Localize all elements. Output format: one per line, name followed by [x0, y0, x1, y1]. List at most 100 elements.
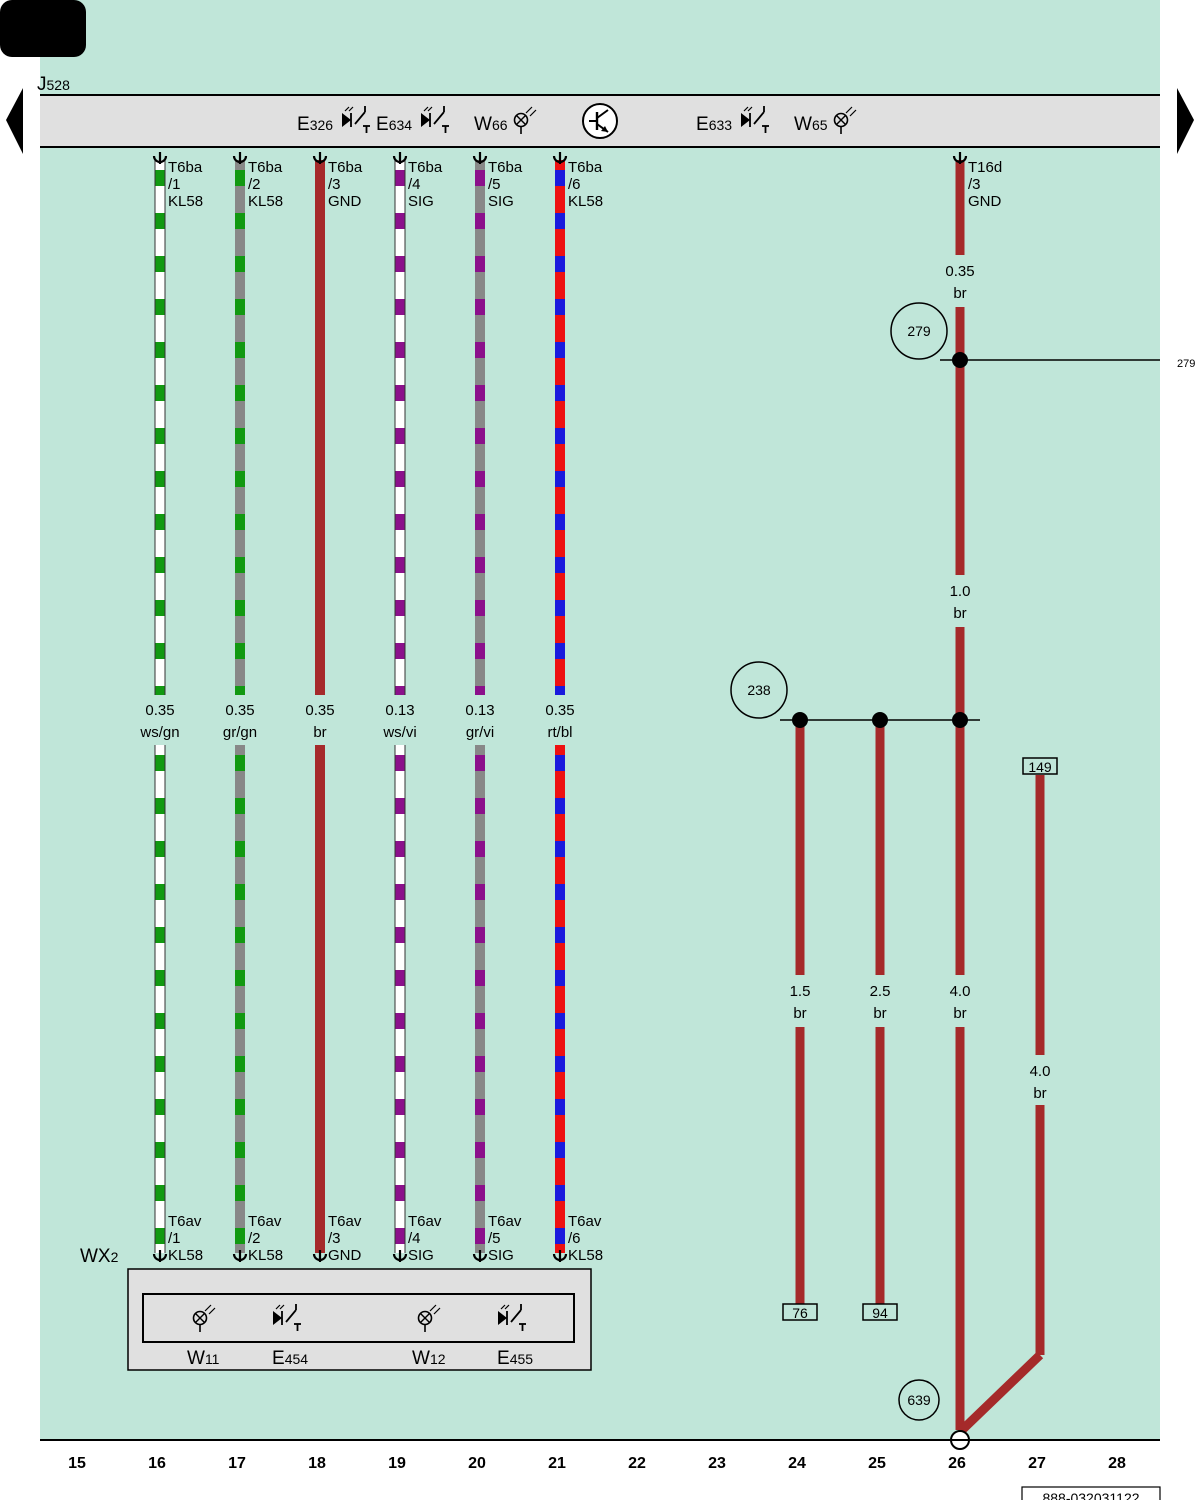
ref-box-label: 94 [872, 1305, 888, 1321]
bottom-pin-label: /2 [248, 1230, 261, 1247]
ground-wire-size: 4.0 [950, 983, 971, 1000]
branch-wire-color: br [873, 1005, 886, 1022]
column-number: 28 [1108, 1455, 1126, 1472]
top-signal-label: KL58 [168, 193, 203, 210]
column-number: 23 [708, 1455, 726, 1472]
wire-segment-lower [315, 745, 325, 1253]
ground-ref-circle [898, 1379, 940, 1421]
bottom-connector-label: T6av [408, 1213, 442, 1230]
wire-segment-lower [475, 745, 485, 1253]
wx2-label: WX2 [80, 1246, 119, 1267]
bottom-pin-label: /4 [408, 1230, 421, 1247]
column-number: 22 [628, 1455, 646, 1472]
column-number: 19 [388, 1455, 406, 1472]
top-connector-label: T6ba [488, 159, 523, 176]
top-connector-label: T6ba [248, 159, 283, 176]
bottom-pin-label: /5 [488, 1230, 501, 1247]
top-pin-label: /5 [488, 176, 501, 193]
return-wire-color: br [1033, 1085, 1046, 1102]
column-number: 27 [1028, 1455, 1046, 1472]
splice-ref-circle [730, 661, 788, 719]
continuation-ref-label: 279 [1177, 358, 1195, 370]
top-connector-label: T6ba [408, 159, 443, 176]
wire-segment-lower [235, 745, 245, 1253]
wx2-component-label: W12 [412, 1348, 446, 1369]
wx2-component-label: E454 [272, 1348, 308, 1369]
column-number: 15 [68, 1455, 86, 1472]
control-unit-label: J528 [37, 74, 70, 95]
top-pin-label: /6 [568, 176, 581, 193]
column-number: 17 [228, 1455, 246, 1472]
splice-ref-label: 238 [747, 682, 771, 698]
bottom-connector-label: T6av [488, 1213, 522, 1230]
wire-color-label: gr/vi [466, 724, 494, 741]
wire-segment-upper [315, 160, 325, 695]
bottom-pin-label: /1 [168, 1230, 181, 1247]
wire-color-label: br [313, 724, 326, 741]
column-number: 21 [548, 1455, 566, 1472]
page-tab-marker [0, 0, 86, 57]
bottom-signal-label: GND [328, 1247, 362, 1264]
wire-segment-upper [235, 160, 245, 695]
wire-size-label: 0.13 [385, 702, 414, 719]
splice-point [952, 712, 968, 728]
top-pin-label: /2 [248, 176, 261, 193]
wire-color-label: ws/gn [139, 724, 179, 741]
wire-segment-upper [394, 160, 406, 695]
ref-box-label: 76 [792, 1305, 808, 1321]
top-pin-label: /1 [168, 176, 181, 193]
splice-point [792, 712, 808, 728]
wire-segment-lower [555, 745, 565, 1253]
bottom-pin-label: /6 [568, 1230, 581, 1247]
column-number: 26 [948, 1455, 966, 1472]
wire-color-label: rt/bl [547, 724, 572, 741]
column-number: 24 [788, 1455, 806, 1472]
top-signal-label: SIG [488, 193, 514, 210]
header-component-label: E633 [696, 114, 732, 135]
wire-size-label: 0.35 [145, 702, 174, 719]
header-component-label: E634 [376, 114, 412, 135]
header-component-label: W65 [794, 114, 828, 135]
branch-wire-size: 1.5 [790, 983, 811, 1000]
top-signal-label: KL58 [568, 193, 603, 210]
top-connector-label: T6ba [168, 159, 203, 176]
top-connector-label: T6ba [328, 159, 363, 176]
ground-network: T16d/3GND0.35br1.0br4.0br2792792381.5br7… [730, 150, 1195, 1450]
document-code-box [1021, 1486, 1161, 1500]
ground-return-diagonal [956, 1351, 1044, 1436]
ground-wire-size: 1.0 [950, 583, 971, 600]
ref-box-label: 149 [1028, 759, 1052, 775]
ground-wire-color: br [953, 285, 966, 302]
ground-connector-label: T16d [968, 159, 1002, 176]
ground-signal-label: GND [968, 193, 1002, 210]
bottom-connector-label: T6av [168, 1213, 202, 1230]
top-signal-label: GND [328, 193, 362, 210]
top-pin-label: /4 [408, 176, 421, 193]
ground-wire-color: br [953, 1005, 966, 1022]
wire-size-label: 0.35 [305, 702, 334, 719]
signal-wires: T6ba/1KL580.35ws/gnT6av/1KL58T6ba/2KL580… [139, 150, 603, 1264]
wire-segment-upper [154, 160, 166, 695]
top-pin-label: /3 [328, 176, 341, 193]
bottom-signal-label: KL58 [168, 1247, 203, 1264]
ground-pin-label: /3 [968, 176, 981, 193]
bottom-connector-label: T6av [248, 1213, 282, 1230]
header-component-label: E326 [297, 114, 333, 135]
bottom-pin-label: /3 [328, 1230, 341, 1247]
bottom-connector-label: T6av [328, 1213, 362, 1230]
branch-wire-size: 2.5 [870, 983, 891, 1000]
wx2-component-label: E455 [497, 1348, 533, 1369]
column-number: 20 [468, 1455, 486, 1472]
page-prev-arrow[interactable] [6, 88, 23, 154]
document-code: 888-032031122 [1042, 1490, 1139, 1500]
page-next-arrow[interactable] [1177, 88, 1194, 154]
